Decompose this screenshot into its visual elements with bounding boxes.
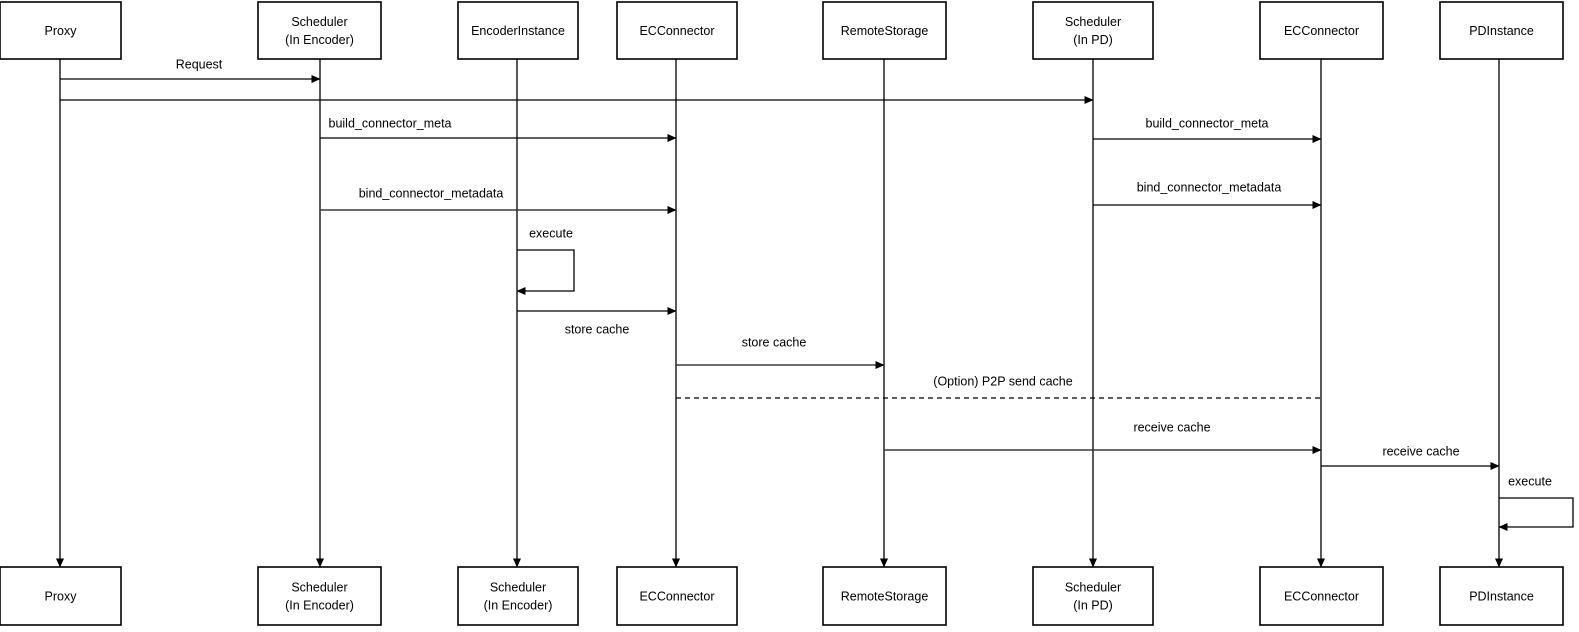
top-participant-boxes: Proxy Scheduler (In Encoder) EncoderInstanc… xyxy=(0,1,1564,60)
participant-label-line1: ECConnector xyxy=(1284,589,1359,603)
participant-box-top-sched_pd[interactable]: Scheduler (In PD) xyxy=(1032,1,1154,60)
participant-box-frame xyxy=(457,1,579,60)
bottom-participant-boxes: Proxy Scheduler (In Encoder) Scheduler (In E… xyxy=(0,566,1564,626)
participant-box-frame xyxy=(457,566,579,626)
participant-box-frame xyxy=(0,1,122,60)
message-m5[interactable]: bind_connector_metadata xyxy=(320,186,677,214)
participant-box-top-sched_enc[interactable]: Scheduler (In Encoder) xyxy=(257,1,382,60)
participant-box-frame xyxy=(822,1,947,60)
participant-label-line1: ECConnector xyxy=(1284,24,1359,38)
participant-box-frame xyxy=(616,1,738,60)
messages-group: Request build_connector_meta build_connect… xyxy=(60,57,1500,470)
message-m1[interactable]: Request xyxy=(60,57,321,83)
self-message-path xyxy=(516,249,575,295)
message-label: store cache xyxy=(742,335,807,349)
participant-box-frame xyxy=(1439,1,1564,60)
participant-label-line1: RemoteStorage xyxy=(841,589,929,603)
message-m9[interactable]: (Option) P2P send cache xyxy=(676,374,1321,399)
message-label: store cache xyxy=(565,322,630,336)
participant-label-line1: Proxy xyxy=(45,24,78,38)
participant-label-line1: Scheduler xyxy=(291,580,347,594)
participant-box-frame xyxy=(1032,566,1154,626)
participant-label-line1: EncoderInstance xyxy=(471,24,565,38)
participant-box-bottom-pd_inst[interactable]: PDInstance xyxy=(1439,566,1564,626)
message-label: (Option) P2P send cache xyxy=(933,374,1072,388)
message-label: bind_connector_metadata xyxy=(1137,180,1282,194)
participant-box-top-proxy[interactable]: Proxy xyxy=(0,1,122,60)
message-m10[interactable]: receive cache xyxy=(884,420,1322,454)
participant-box-frame xyxy=(1259,566,1384,626)
participant-label-line1: Proxy xyxy=(45,589,78,603)
message-label: receive cache xyxy=(1133,420,1210,434)
self-message-label: execute xyxy=(1508,474,1552,488)
participant-label-line1: Scheduler xyxy=(490,580,546,594)
participant-box-bottom-proxy[interactable]: Proxy xyxy=(0,566,122,626)
message-label: Request xyxy=(176,57,223,71)
participant-label-line1: ECConnector xyxy=(639,24,714,38)
participant-box-frame xyxy=(0,566,122,626)
message-m6[interactable]: bind_connector_metadata xyxy=(1093,180,1322,209)
participant-box-bottom-ec_conn_enc[interactable]: ECConnector xyxy=(616,566,738,626)
message-m8[interactable]: store cache xyxy=(676,335,885,369)
participant-box-bottom-encoder_inst[interactable]: Scheduler (In Encoder) xyxy=(457,566,579,626)
message-label: receive cache xyxy=(1382,444,1459,458)
participant-box-bottom-sched_enc[interactable]: Scheduler (In Encoder) xyxy=(257,566,382,626)
participant-box-frame xyxy=(616,566,738,626)
message-m4[interactable]: build_connector_meta xyxy=(1093,116,1322,143)
self-message-path xyxy=(1498,497,1574,531)
participant-box-top-ec_conn_enc[interactable]: ECConnector xyxy=(616,1,738,60)
self-message-s1[interactable]: execute xyxy=(516,226,575,295)
message-m7[interactable]: store cache xyxy=(517,307,677,336)
participant-box-top-remote_store[interactable]: RemoteStorage xyxy=(822,1,947,60)
participant-box-frame xyxy=(822,566,947,626)
participant-label-line2: (In PD) xyxy=(1073,33,1113,47)
message-label: bind_connector_metadata xyxy=(359,186,504,200)
participant-label-line1: RemoteStorage xyxy=(841,24,929,38)
participant-box-frame xyxy=(257,1,382,60)
participant-label-line2: (In PD) xyxy=(1073,598,1113,612)
self-message-label: execute xyxy=(529,226,573,240)
participant-label-line1: Scheduler xyxy=(1065,15,1121,29)
participant-box-frame xyxy=(257,566,382,626)
participant-box-frame xyxy=(1259,1,1384,60)
message-m3[interactable]: build_connector_meta xyxy=(320,116,677,142)
participant-label-line1: Scheduler xyxy=(291,15,347,29)
message-m11[interactable]: receive cache xyxy=(1321,444,1500,470)
lifelines-group xyxy=(56,59,1503,568)
participant-label-line1: ECConnector xyxy=(639,589,714,603)
participant-label-line2: (In Encoder) xyxy=(285,598,354,612)
participant-label-line1: Scheduler xyxy=(1065,580,1121,594)
participant-box-bottom-remote_store[interactable]: RemoteStorage xyxy=(822,566,947,626)
participant-label-line2: (In Encoder) xyxy=(285,33,354,47)
message-label: build_connector_meta xyxy=(1146,116,1269,130)
participant-label-line2: (In Encoder) xyxy=(484,598,553,612)
participant-box-bottom-sched_pd[interactable]: Scheduler (In PD) xyxy=(1032,566,1154,626)
participant-box-frame xyxy=(1032,1,1154,60)
participant-box-bottom-ec_conn_pd[interactable]: ECConnector xyxy=(1259,566,1384,626)
participant-label-line1: PDInstance xyxy=(1469,24,1534,38)
participant-box-top-encoder_inst[interactable]: EncoderInstance xyxy=(457,1,579,60)
participant-label-line1: PDInstance xyxy=(1469,589,1534,603)
participant-box-frame xyxy=(1439,566,1564,626)
self-message-s2[interactable]: execute xyxy=(1498,474,1574,531)
participant-box-top-ec_conn_pd[interactable]: ECConnector xyxy=(1259,1,1384,60)
participant-box-top-pd_inst[interactable]: PDInstance xyxy=(1439,1,1564,60)
self-messages-group: execute execute xyxy=(516,226,1574,531)
message-label: build_connector_meta xyxy=(329,116,452,130)
